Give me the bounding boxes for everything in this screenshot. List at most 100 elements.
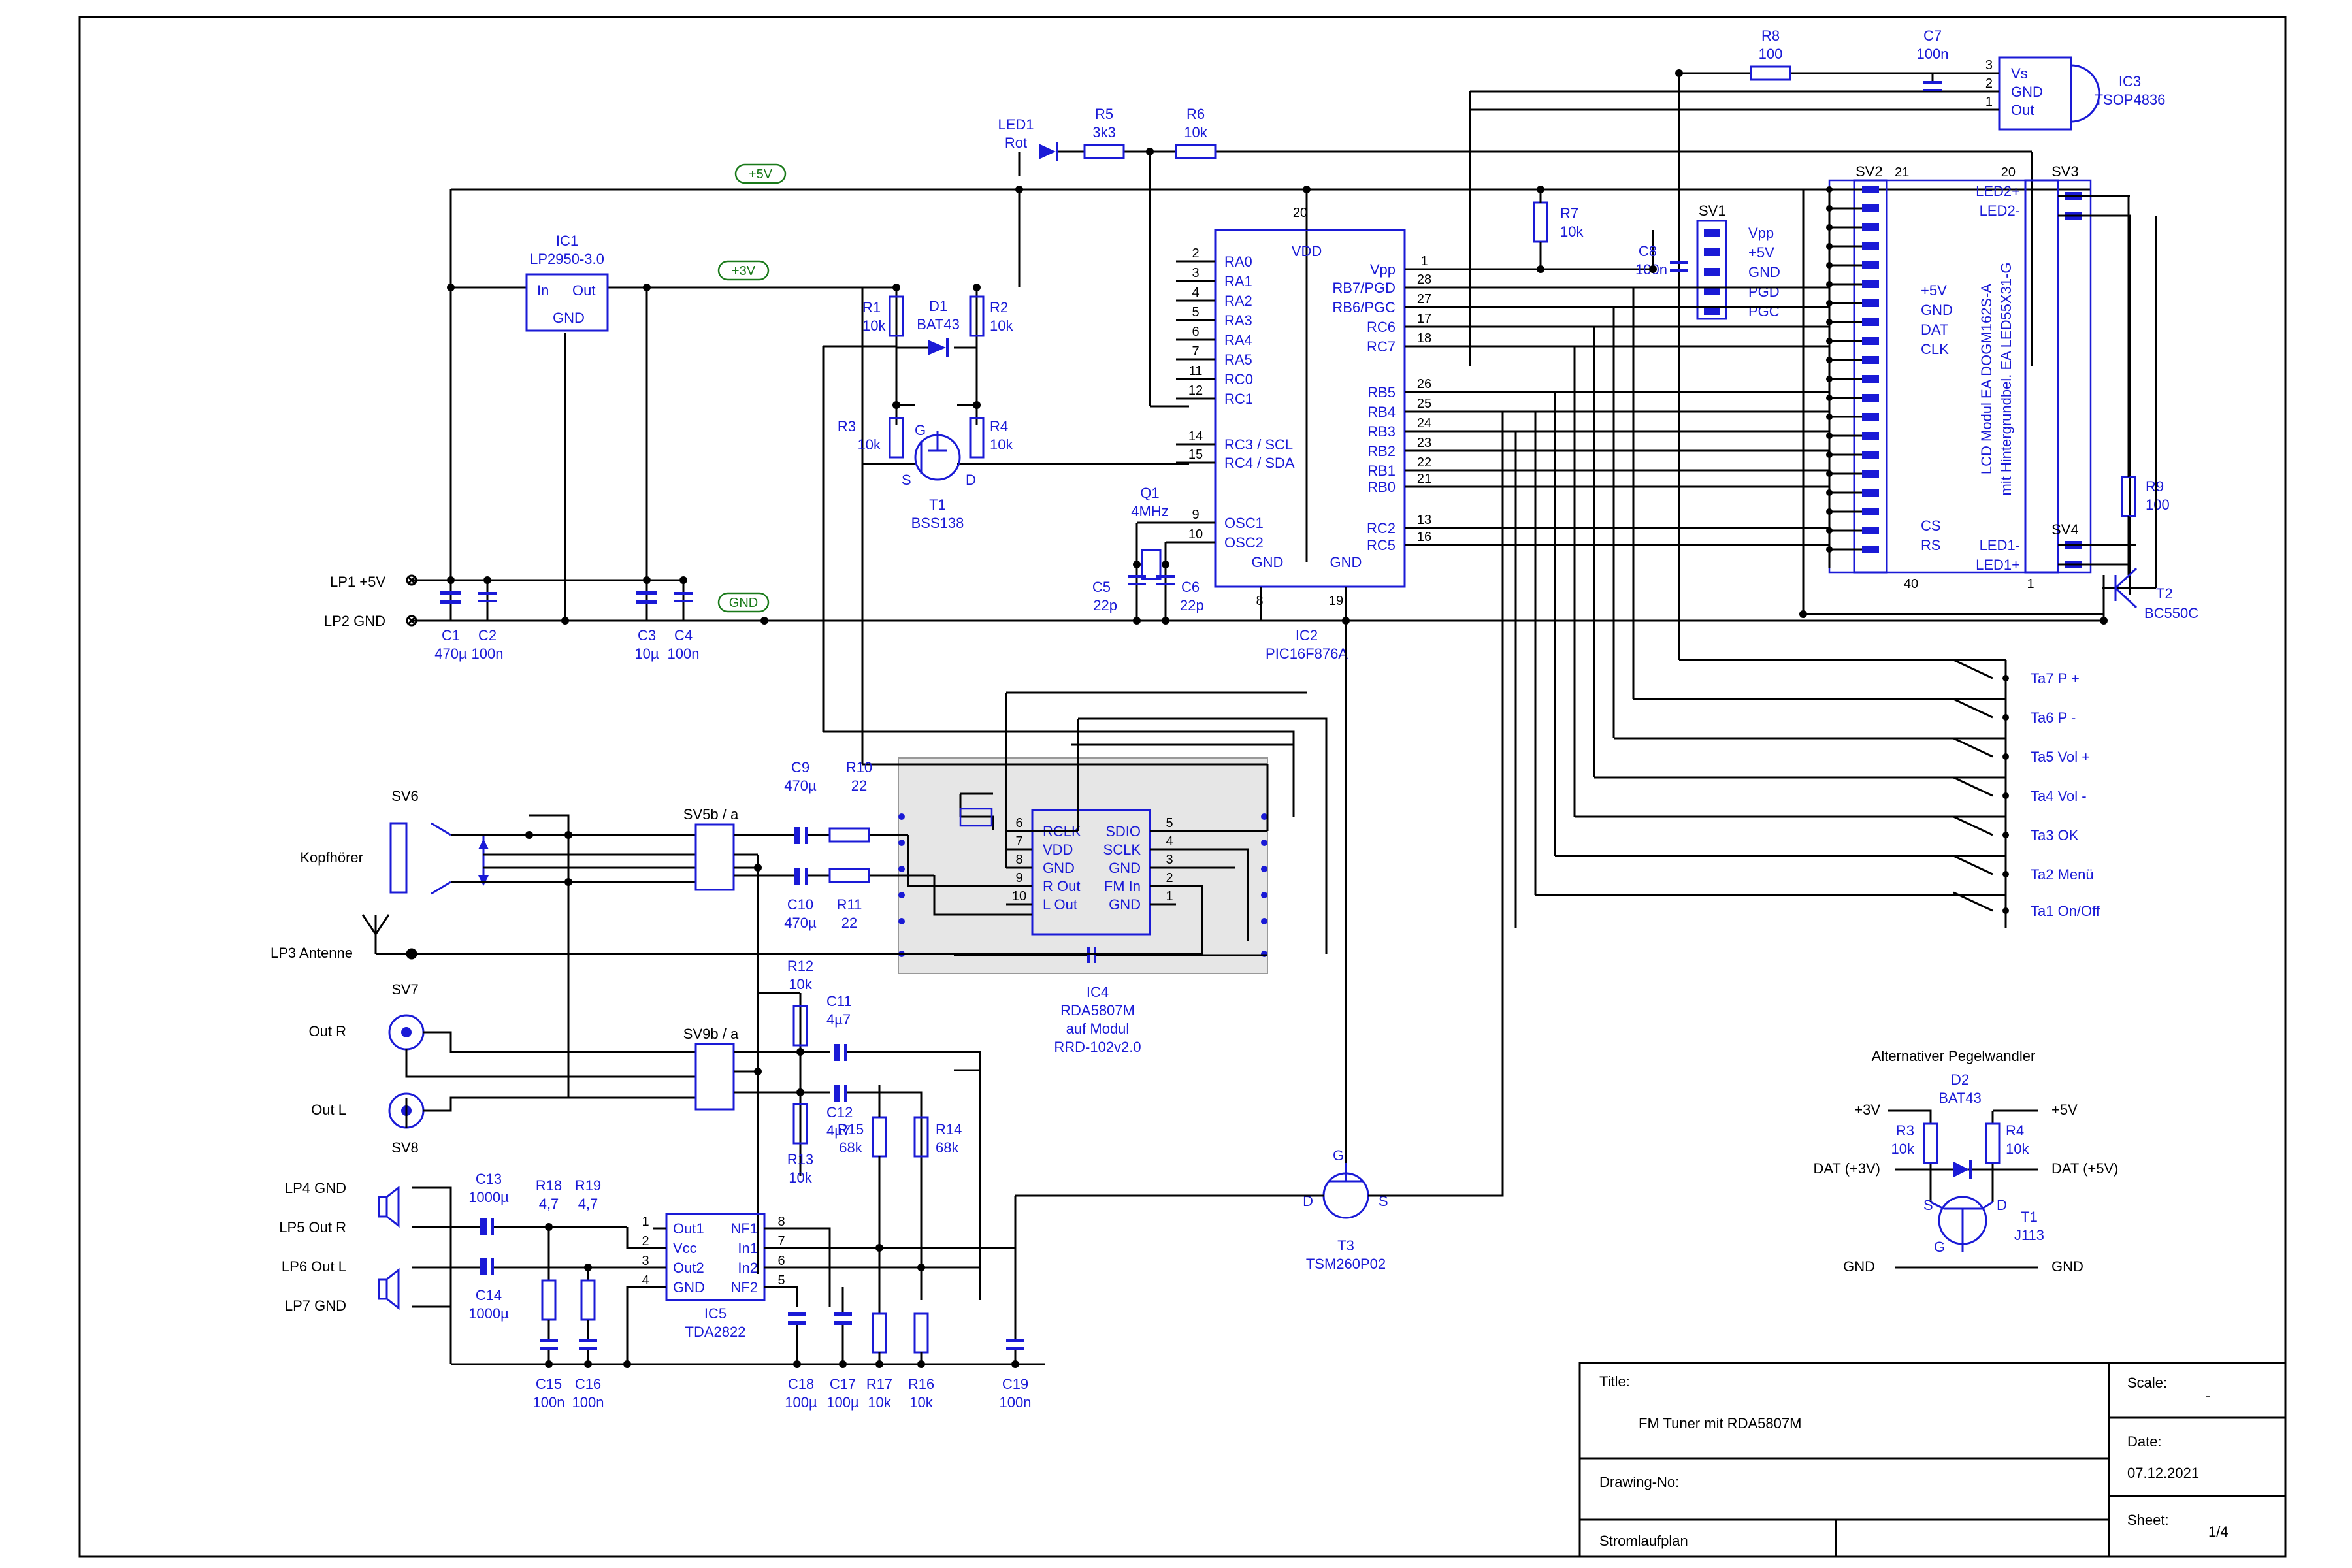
svg-text:R10: R10 bbox=[846, 759, 872, 776]
button-label: Ta7 P + bbox=[2031, 670, 2080, 687]
svg-text:Title:: Title: bbox=[1599, 1373, 1630, 1390]
svg-text:8: 8 bbox=[1015, 853, 1022, 867]
lp1-terminal[interactable] bbox=[406, 574, 417, 586]
speaker-l-icon bbox=[378, 1267, 400, 1311]
sv1-pin: Vpp bbox=[1704, 225, 1774, 241]
svg-text:RB0: RB0 bbox=[1367, 479, 1396, 495]
svg-text:GND: GND bbox=[1252, 554, 1284, 570]
pushbutton-ta3[interactable]: Ta3 OK bbox=[1953, 815, 2079, 843]
svg-text:17: 17 bbox=[1417, 312, 1431, 326]
svg-text:TSM260P02: TSM260P02 bbox=[1306, 1256, 1386, 1272]
c1-capacitor: C1 470µ bbox=[434, 591, 467, 662]
pushbutton-ta6[interactable]: Ta6 P - bbox=[1953, 698, 2076, 726]
svg-text:8: 8 bbox=[777, 1215, 785, 1229]
c3-capacitor: C3 10µ bbox=[634, 591, 659, 662]
svg-text:Out L: Out L bbox=[311, 1102, 346, 1118]
svg-text:6: 6 bbox=[1192, 325, 1199, 339]
svg-text:R4: R4 bbox=[990, 418, 1008, 434]
svg-text:RB6/PGC: RB6/PGC bbox=[1332, 299, 1396, 316]
svg-text:GND: GND bbox=[1921, 302, 1953, 318]
svg-text:D: D bbox=[1303, 1193, 1313, 1209]
pushbutton-ta1[interactable]: Ta1 On/Off bbox=[1953, 891, 2100, 919]
pushbutton-ta7[interactable]: Ta7 P + bbox=[1953, 659, 2080, 687]
sv3-sv4-pin bbox=[2058, 561, 2110, 568]
pushbutton-ta5[interactable]: Ta5 Vol + bbox=[1953, 737, 2090, 765]
svg-text:470µ: 470µ bbox=[434, 645, 467, 662]
svg-text:R9: R9 bbox=[2146, 478, 2164, 495]
sv3-sv4-pin bbox=[2058, 192, 2110, 200]
button-label: Ta4 Vol - bbox=[2031, 788, 2087, 804]
svg-text:21: 21 bbox=[1417, 472, 1431, 486]
svg-text:22: 22 bbox=[1417, 455, 1431, 470]
svg-text:RA4: RA4 bbox=[1224, 332, 1252, 348]
svg-text:GND: GND bbox=[729, 596, 758, 610]
lp2-label: LP2 GND bbox=[324, 613, 385, 629]
module-pad bbox=[1261, 866, 1267, 872]
t3-mosfet: G D S T3 TSM260P02 bbox=[1303, 1147, 1388, 1272]
svg-text:26: 26 bbox=[1417, 377, 1431, 391]
svg-text:SV1: SV1 bbox=[1699, 203, 1726, 219]
svg-text:IC5: IC5 bbox=[704, 1305, 727, 1322]
svg-text:RDA5807M: RDA5807M bbox=[1060, 1002, 1135, 1019]
svg-text:R7: R7 bbox=[1560, 205, 1578, 221]
svg-text:C1: C1 bbox=[442, 627, 460, 644]
pushbutton-ta4[interactable]: Ta4 Vol - bbox=[1953, 776, 2087, 804]
svg-text:2: 2 bbox=[1192, 246, 1199, 261]
pushbutton-ta2[interactable]: Ta2 Menü bbox=[1953, 855, 2094, 883]
svg-text:VDD: VDD bbox=[1043, 841, 1073, 858]
svg-text:GND: GND bbox=[2051, 1258, 2083, 1275]
svg-text:C15: C15 bbox=[536, 1376, 562, 1392]
sv7-rca-jack[interactable] bbox=[388, 1014, 425, 1051]
led1: LED1 Rot bbox=[998, 116, 1058, 161]
ic3-ir-receiver: Vs GND Out 3 2 1 IC3 TSOP4836 bbox=[1985, 56, 2166, 131]
svg-text:C2: C2 bbox=[478, 627, 497, 644]
junction-dots bbox=[408, 69, 2108, 1368]
svg-text:PIC16F876A: PIC16F876A bbox=[1266, 645, 1348, 662]
svg-text:100n: 100n bbox=[1917, 46, 1949, 62]
svg-text:LP5 Out R: LP5 Out R bbox=[279, 1219, 346, 1235]
svg-text:5: 5 bbox=[777, 1273, 785, 1288]
svg-text:C17: C17 bbox=[830, 1376, 856, 1392]
svg-text:GND: GND bbox=[1330, 554, 1362, 570]
svg-text:GND: GND bbox=[553, 310, 585, 326]
svg-text:Vpp: Vpp bbox=[1370, 261, 1396, 278]
sv3-sv4-pin bbox=[2058, 212, 2110, 220]
svg-text:R1: R1 bbox=[862, 299, 881, 316]
lcd-module: SV2 21 20 SV3 40 1 SV4 +5V GND DAT CLK C… bbox=[1826, 163, 2110, 591]
svg-text:GND: GND bbox=[1109, 896, 1141, 913]
lp2-terminal[interactable] bbox=[406, 615, 417, 627]
svg-text:Sheet:: Sheet: bbox=[2127, 1512, 2169, 1528]
lcd-pin bbox=[1826, 432, 1879, 440]
svg-text:SDIO: SDIO bbox=[1105, 823, 1141, 840]
svg-text:RA2: RA2 bbox=[1224, 293, 1252, 309]
module-pad bbox=[898, 892, 905, 898]
svg-text:10k: 10k bbox=[1891, 1141, 1915, 1157]
svg-text:TSOP4836: TSOP4836 bbox=[2095, 91, 2166, 108]
svg-text:100n: 100n bbox=[572, 1394, 604, 1411]
amp-section: LP4 GND LP5 Out R LP6 Out L LP7 GND C131… bbox=[279, 1171, 1045, 1411]
sv1-pin: PGD bbox=[1704, 284, 1780, 300]
svg-text:4µ7: 4µ7 bbox=[826, 1011, 851, 1028]
svg-text:GND: GND bbox=[1109, 860, 1141, 876]
svg-text:BAT43: BAT43 bbox=[917, 316, 960, 333]
svg-text:S: S bbox=[1923, 1197, 1933, 1213]
svg-text:T1: T1 bbox=[2021, 1209, 2038, 1225]
drawing-type: Stromlaufplan bbox=[1599, 1533, 1688, 1549]
svg-text:IC4: IC4 bbox=[1086, 984, 1109, 1000]
svg-text:22: 22 bbox=[851, 777, 867, 794]
svg-text:R18: R18 bbox=[536, 1177, 562, 1194]
svg-text:2: 2 bbox=[642, 1234, 649, 1249]
svg-text:T3: T3 bbox=[1337, 1237, 1354, 1254]
